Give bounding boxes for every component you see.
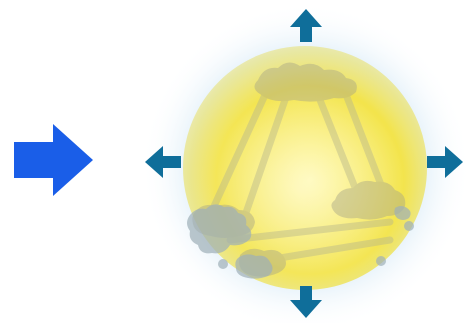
- input-arrow-icon: [14, 124, 93, 196]
